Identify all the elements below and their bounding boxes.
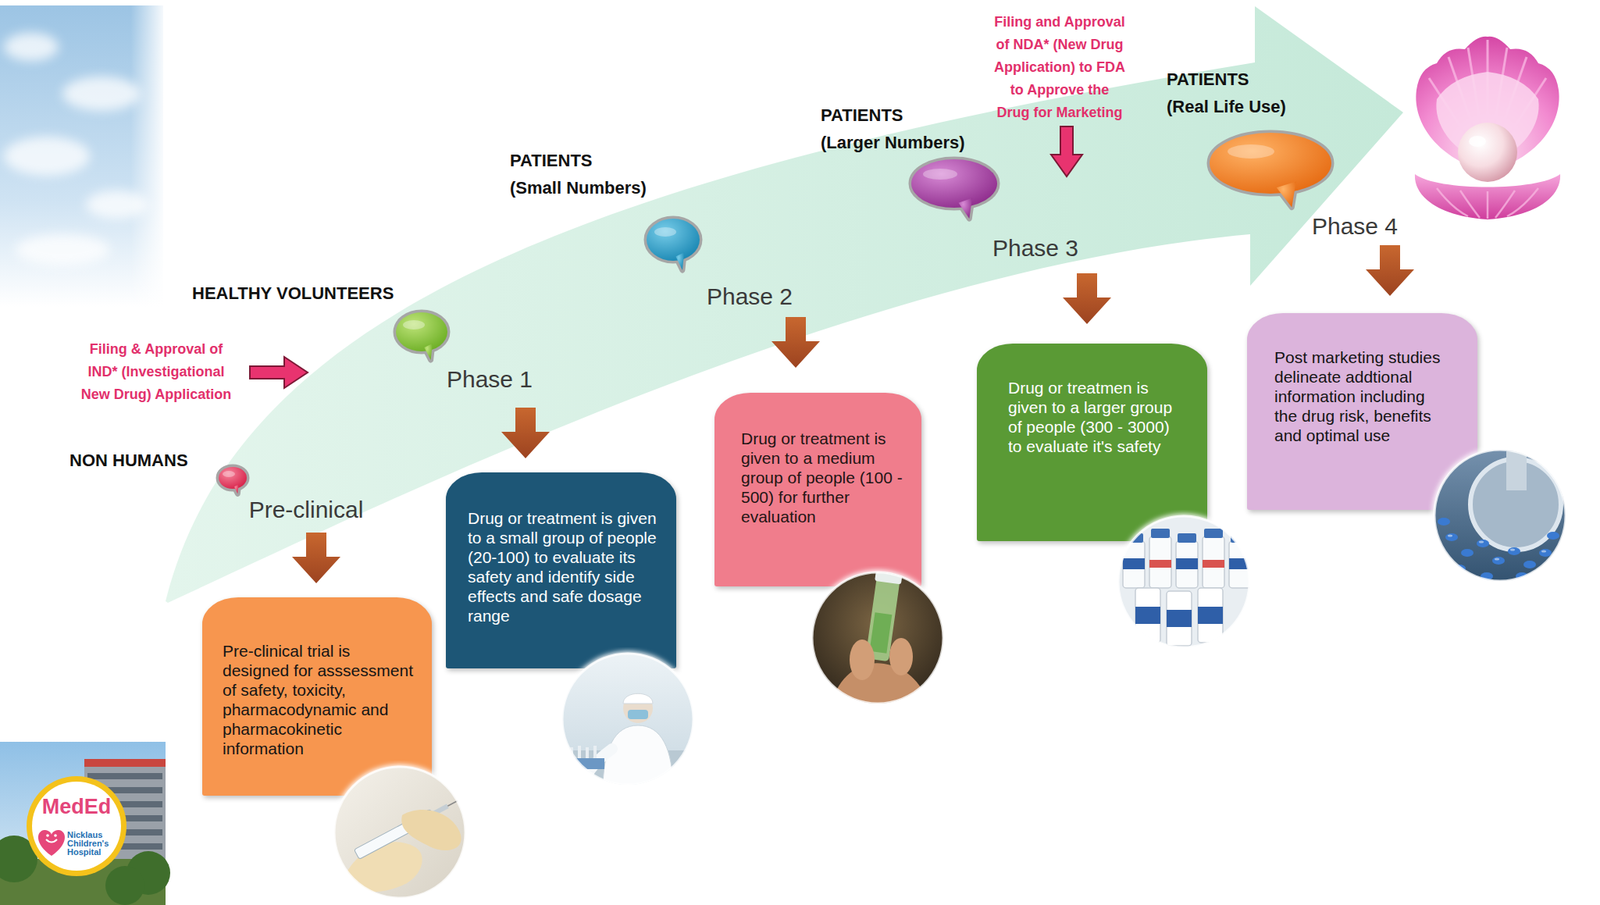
phase-label: Phase 3: [992, 235, 1079, 262]
group-label: PATIENTS (Small Numbers): [509, 146, 649, 202]
filing-note: Filing and Approval of NDA* (New Drug Ap…: [993, 10, 1127, 125]
phase-box: Drug or treatment is given to a medium g…: [714, 392, 922, 587]
label-holder: NON HUMANS: [69, 446, 189, 474]
group-label: HEALTHY VOLUNTEERS: [192, 279, 394, 307]
phase-label: Pre-clinical: [249, 496, 364, 524]
pearl-shell: [1414, 36, 1561, 220]
logo-text: Nicklaus Children's Hospital: [67, 830, 73, 857]
photo-vials: [1111, 509, 1256, 654]
box-text: Drug or treatment is given to a small gr…: [467, 508, 660, 626]
photo-lab: [555, 647, 700, 792]
filing-arrow: [248, 354, 311, 391]
speech-bubble: [1209, 132, 1332, 208]
filing-note: Filing & Approval of IND* (Investigation…: [80, 338, 233, 407]
phase-label: Phase 1: [446, 366, 533, 393]
phase-box: Drug or treatmen is given to a larger gr…: [976, 343, 1208, 542]
label-holder: Filing and Approval of NDA* (New Drug Ap…: [993, 10, 1127, 125]
label-holder: HEALTHY VOLUNTEERS: [192, 279, 394, 307]
phase-label: Phase 4: [1311, 213, 1398, 240]
label-holder: MedEd: [42, 794, 112, 820]
box-text: Post marketing studies delineate addtion…: [1274, 347, 1443, 446]
label-holder: Phase 4: [1311, 213, 1398, 240]
photo-pill-machine: [1428, 443, 1572, 588]
label-holder: Phase 3: [992, 235, 1079, 262]
phase-box: Drug or treatment is given to a small gr…: [445, 472, 677, 669]
speech-bubble: [218, 466, 247, 494]
speech-bubble: [395, 312, 448, 360]
label-holder: Nicklaus Children's Hospital: [67, 830, 73, 859]
label-holder: Phase 1: [446, 366, 533, 393]
label-holder: Phase 2: [706, 283, 793, 311]
label-holder: PATIENTS (Larger Numbers): [820, 101, 967, 157]
label-holder: PATIENTS (Small Numbers): [509, 146, 649, 202]
box-text: Drug or treatmen is given to a larger gr…: [1008, 377, 1176, 457]
label-holder: PATIENTS (Real Life Use): [1166, 65, 1288, 121]
box-text: Drug or treatment is given to a medium g…: [741, 428, 911, 527]
label-holder: Filing & Approval of IND* (Investigation…: [80, 338, 233, 407]
group-label: PATIENTS (Larger Numbers): [820, 101, 967, 157]
photo-gloves: [327, 760, 472, 905]
photo-vial-hand: [805, 566, 950, 710]
label-holder: Pre-clinical: [249, 496, 364, 524]
group-label: NON HUMANS: [69, 446, 189, 474]
progress-arrow: [165, 6, 1404, 603]
filing-arrow: [1048, 124, 1085, 180]
phase-label: Phase 2: [706, 283, 793, 311]
group-label: PATIENTS (Real Life Use): [1166, 65, 1288, 121]
sky-photo: [0, 5, 164, 307]
speech-bubble: [911, 159, 998, 219]
logo-text: MedEd: [42, 794, 112, 820]
box-text: Pre-clinical trial is designed for assse…: [222, 641, 415, 759]
hospital-photo: [0, 741, 171, 905]
speech-bubble: [646, 218, 700, 271]
